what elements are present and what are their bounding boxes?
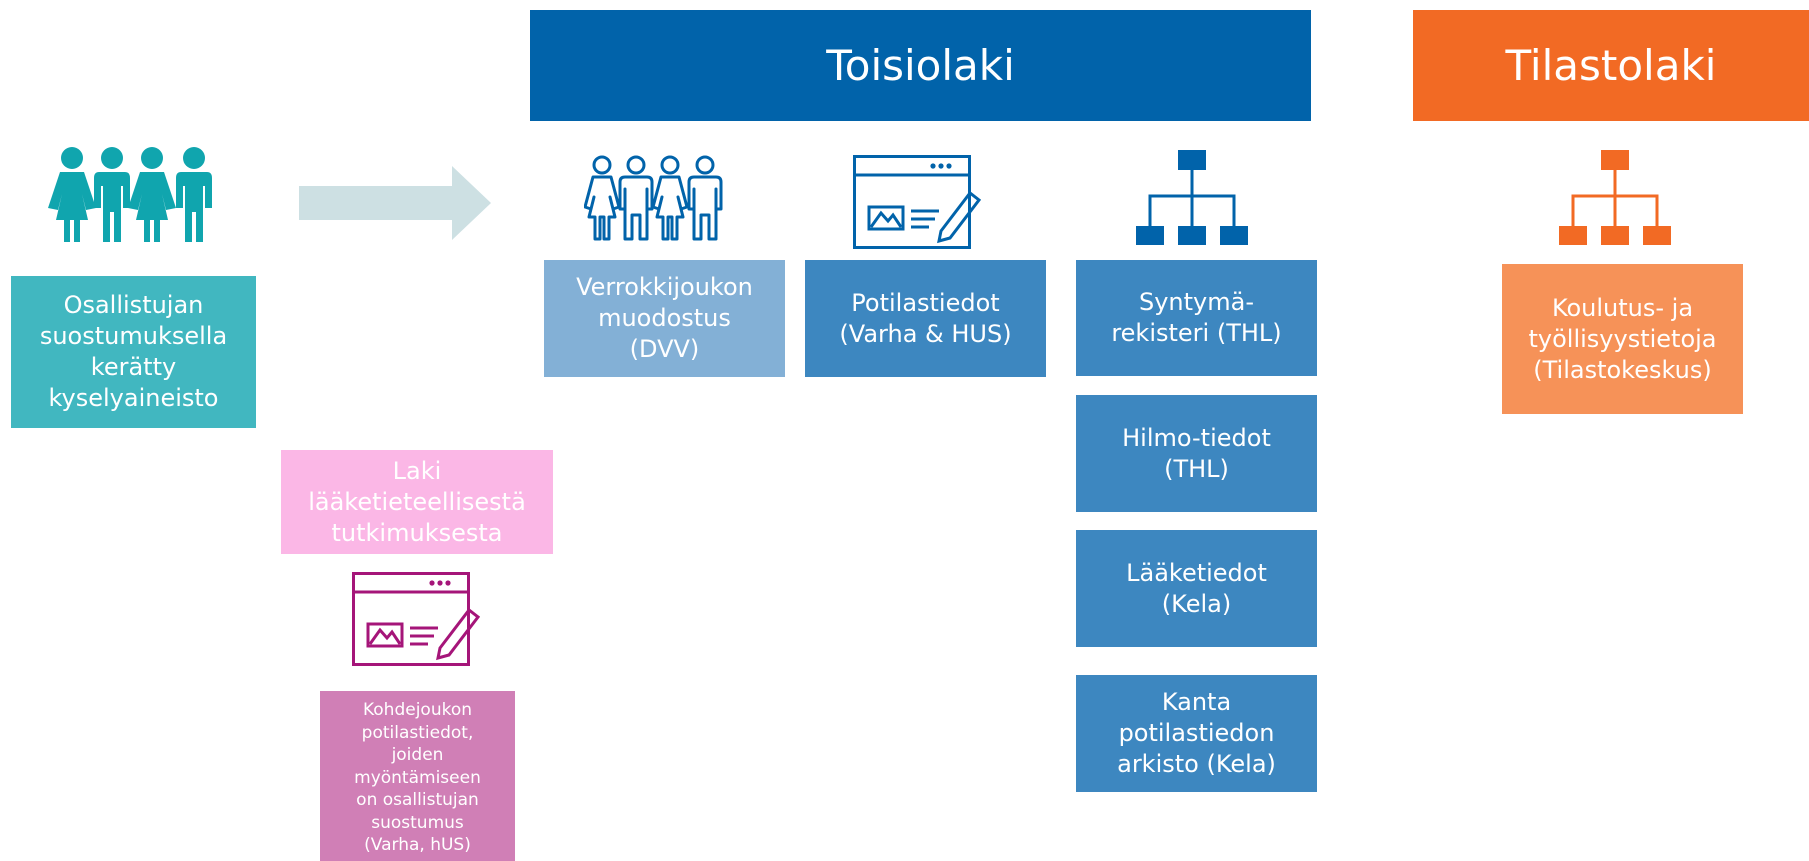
arrow-right-icon	[299, 166, 491, 240]
hierarchy-icon	[1559, 150, 1671, 245]
control-group-box: Verrokkijoukon muodostus (DVV)	[544, 260, 785, 377]
form-edit-icon	[853, 155, 983, 249]
target-group-patient-data-box: Kohdejoukon potilastiedot, joiden myöntä…	[320, 691, 515, 861]
survey-data-box: Osallistujan suostumuksella kerätty kyse…	[11, 276, 256, 428]
people-filled-icon	[48, 146, 222, 244]
hierarchy-icon	[1136, 150, 1248, 245]
toisiolaki-header: Toisiolaki	[530, 10, 1311, 121]
education-employment-box: Koulutus- ja työllisyystietoja (Tilastok…	[1502, 264, 1743, 414]
medication-data-box: Lääketiedot (Kela)	[1076, 530, 1317, 647]
form-edit-icon	[352, 572, 480, 666]
patient-data-box: Potilastiedot (Varha & HUS)	[805, 260, 1046, 377]
tilastolaki-header: Tilastolaki	[1413, 10, 1809, 121]
people-outline-icon	[584, 155, 726, 241]
hilmo-data-box: Hilmo-tiedot (THL)	[1076, 395, 1317, 512]
kanta-archive-box: Kanta potilastiedon arkisto (Kela)	[1076, 675, 1317, 792]
birth-register-box: Syntymä- rekisteri (THL)	[1076, 260, 1317, 376]
medical-research-law-box: Laki lääketieteellisestä tutkimuksesta	[281, 450, 553, 554]
